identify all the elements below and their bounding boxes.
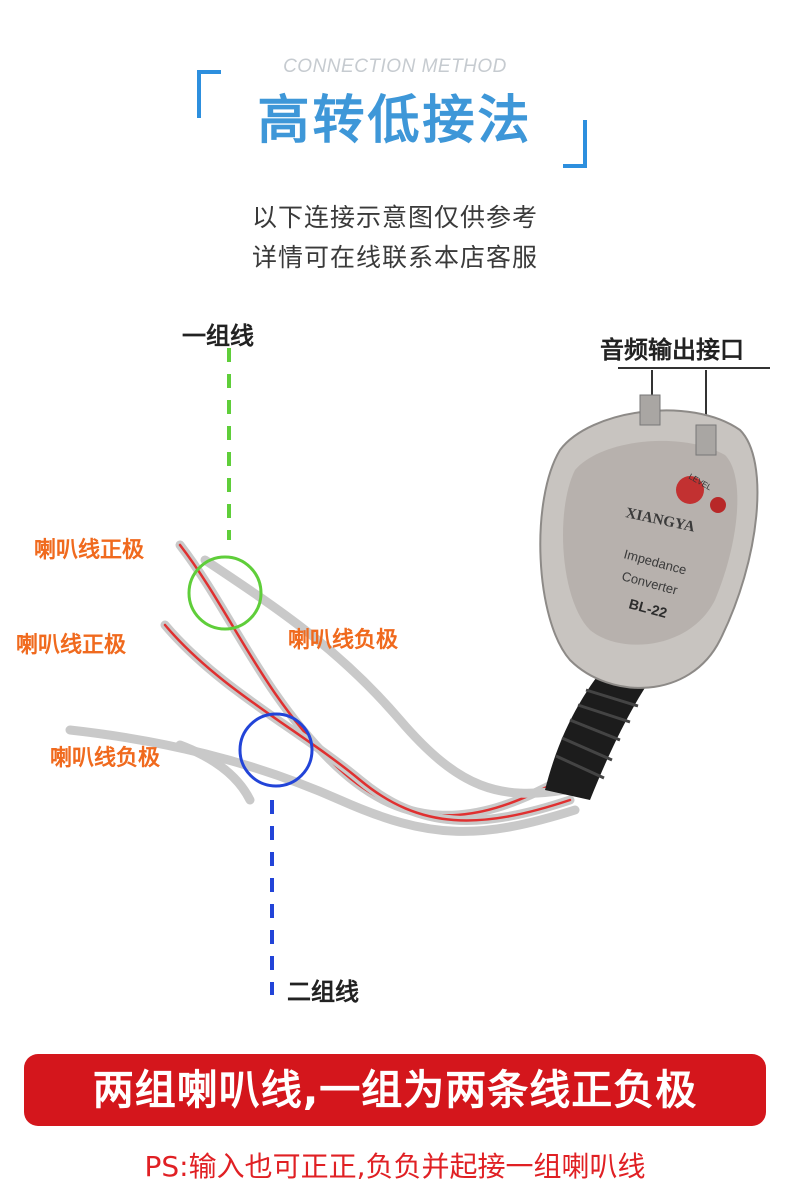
cable-strain-relief: [545, 660, 650, 800]
group2-circle: [238, 712, 314, 788]
speaker-wires: [65, 540, 580, 836]
summary-banner: 两组喇叭线,一组为两条线正负极: [24, 1054, 766, 1126]
speaker-negative-label-1: 喇叭线负极: [288, 628, 399, 653]
wire-neg-1: [200, 555, 570, 798]
group2-label: 二组线: [287, 978, 359, 1006]
notice-line-2: 详情可在线联系本店客服: [251, 243, 538, 272]
speaker-positive-label-2: 喇叭线正极: [16, 633, 127, 658]
header-subtitle: CONNECTION METHOD: [283, 56, 507, 77]
speaker-negative-label-2: 喇叭线负极: [50, 746, 161, 771]
header-bracket-right: [563, 120, 587, 168]
ps-note: PS:输入也可正正,负负并起接一组喇叭线: [144, 1150, 646, 1183]
group1-label: 一组线: [182, 322, 254, 350]
speaker-positive-label-1: 喇叭线正极: [34, 538, 145, 563]
wire-neg-2: [65, 725, 580, 836]
output-port-label: 音频输出接口: [600, 336, 744, 364]
converter-device: [539, 394, 759, 689]
header-title: 高转低接法: [257, 91, 533, 151]
header-bracket-left: [197, 70, 221, 118]
notice-line-1: 以下连接示意图仅供参考: [251, 203, 538, 232]
group1-circle: [187, 555, 263, 631]
